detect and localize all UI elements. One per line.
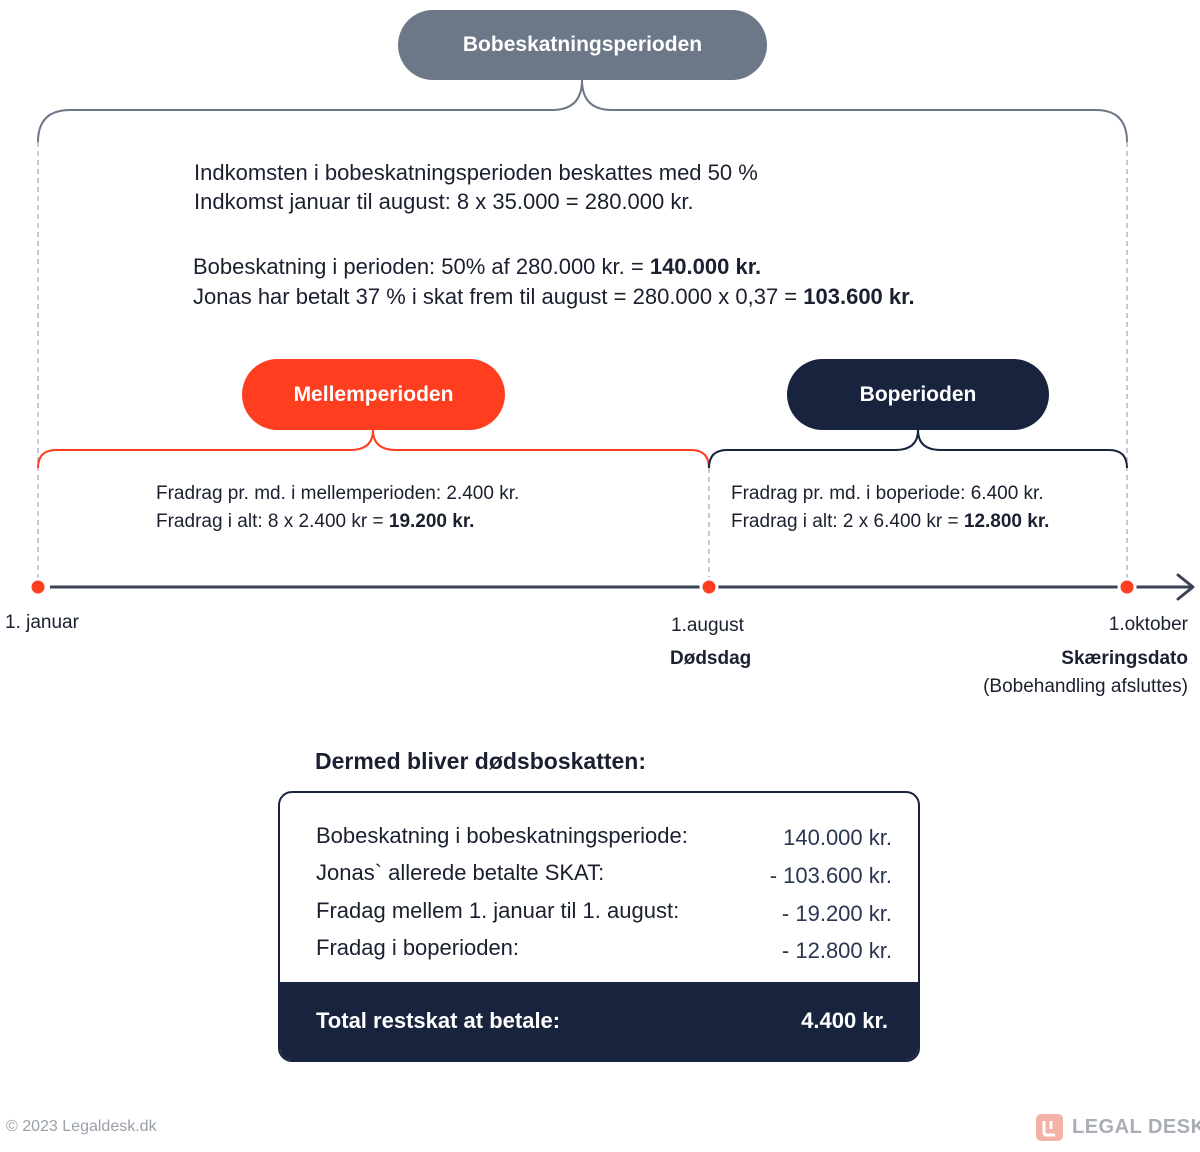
bo-brace bbox=[708, 429, 1128, 469]
legal-desk-logo-text: LEGAL DESK bbox=[1072, 1116, 1200, 1138]
period-tax-label: Bobeskatning i perioden: 50% af 280.000 … bbox=[193, 254, 650, 279]
summary-row-label: Jonas` allerede betalte SKAT: bbox=[316, 860, 605, 885]
mellemperioden-pill: Mellemperioden bbox=[242, 359, 505, 430]
period-tax-text: Bobeskatning i perioden: 50% af 280.000 … bbox=[193, 252, 761, 282]
mellem-total-deduction: Fradrag i alt: 8 x 2.400 kr = 19.200 kr. bbox=[156, 508, 474, 536]
summary-row-value: - 103.600 kr. bbox=[769, 863, 892, 888]
timeline-end-sub: Skæringsdato bbox=[1061, 648, 1188, 669]
summary-table: Bobeskatning i bobeskatningsperiode: 140… bbox=[278, 791, 920, 1062]
mellem-monthly-deduction: Fradrag pr. md. i mellemperioden: 2.400 … bbox=[156, 483, 520, 504]
boperioden-pill: Boperioden bbox=[787, 359, 1049, 430]
paid-tax-text: Jonas har betalt 37 % i skat frem til au… bbox=[193, 282, 915, 312]
summary-heading: Dermed bliver dødsboskatten: bbox=[315, 748, 647, 774]
paid-tax-amount: 103.600 kr. bbox=[803, 284, 915, 309]
timeline-mid-label: 1.august bbox=[671, 615, 744, 636]
total-label: Total restskat at betale: bbox=[316, 1008, 561, 1033]
total-bar: Total restskat at betale: 4.400 kr. bbox=[280, 982, 918, 1060]
bo-monthly-deduction: Fradrag pr. md. i boperiode: 6.400 kr. bbox=[731, 483, 1044, 504]
period-tax-amount: 140.000 kr. bbox=[649, 254, 762, 279]
copyright-text: © 2023 Legaldesk.dk bbox=[6, 1118, 157, 1135]
bo-total-label: Fradrag i alt: 2 x 6.400 kr = bbox=[731, 511, 964, 532]
mellem-total-label: Fradrag i alt: 8 x 2.400 kr = bbox=[156, 511, 389, 532]
legal-desk-logo-icon bbox=[1036, 1114, 1063, 1141]
mellem-total-amount: 19.200 kr. bbox=[388, 511, 475, 532]
timeline-end-sub2: (Bobehandling afsluttes) bbox=[983, 676, 1188, 697]
total-value: 4.400 kr. bbox=[801, 1008, 888, 1033]
summary-row-label: Fradag i boperioden: bbox=[316, 935, 520, 960]
bobeskatningsperioden-pill: Bobeskatningsperioden bbox=[398, 10, 767, 80]
mellem-brace bbox=[37, 429, 710, 469]
summary-row-label: Fradag mellem 1. januar til 1. august: bbox=[316, 898, 680, 923]
income-jan-aug-text: Indkomst januar til august: 8 x 35.000 =… bbox=[194, 189, 694, 214]
bo-total-amount: 12.800 kr. bbox=[963, 511, 1050, 532]
timeline-dot-start bbox=[28, 577, 48, 597]
timeline-mid-sub: Dødsdag bbox=[670, 648, 752, 669]
top-brace bbox=[37, 79, 1128, 143]
timeline-arrow bbox=[1176, 573, 1195, 601]
timeline-start-label: 1. januar bbox=[5, 612, 79, 633]
legal-desk-logo: LEGAL DESK bbox=[1036, 1114, 1200, 1141]
summary-row-value: 140.000 kr. bbox=[783, 825, 892, 850]
summary-row-value: - 19.200 kr. bbox=[781, 901, 892, 926]
diagram-lines bbox=[28, 79, 1195, 601]
bo-total-deduction: Fradrag i alt: 2 x 6.400 kr = 12.800 kr. bbox=[731, 508, 1049, 536]
income-tax-rate-text: Indkomsten i bobeskatningsperioden beska… bbox=[194, 160, 758, 185]
timeline-dot-end bbox=[1117, 577, 1137, 597]
paid-tax-label: Jonas har betalt 37 % i skat frem til au… bbox=[193, 284, 804, 309]
timeline-end-label: 1.oktober bbox=[1108, 614, 1188, 635]
timeline-dot-mid bbox=[699, 577, 719, 597]
summary-row-value: - 12.800 kr. bbox=[781, 938, 892, 963]
summary-row-label: Bobeskatning i bobeskatningsperiode: bbox=[316, 823, 688, 848]
